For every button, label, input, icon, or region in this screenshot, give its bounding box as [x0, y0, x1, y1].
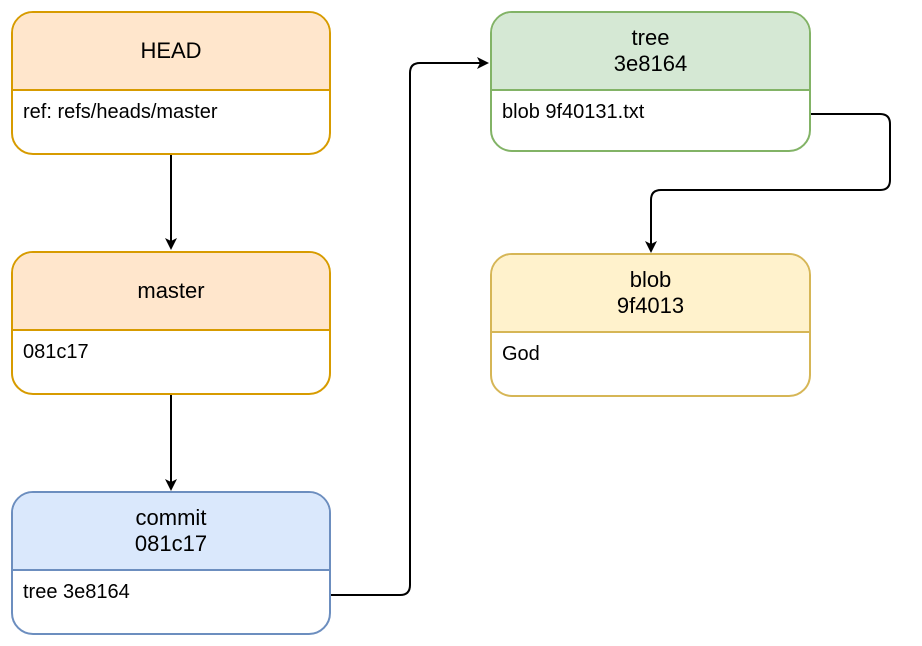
commit-title: commit: [135, 505, 207, 530]
commit-tree-ref: tree 3e8164: [23, 581, 130, 603]
tree-node-header: tree 3e8164: [492, 13, 809, 91]
tree-node: tree 3e8164 blob 9f40131.txt: [490, 11, 811, 152]
tree-title: tree: [631, 25, 670, 50]
master-hash: 081c17: [23, 341, 89, 363]
commit-node: commit 081c17 tree 3e8164: [11, 491, 331, 635]
master-node: master 081c17: [11, 251, 331, 395]
tree-blob-entry: blob 9f40131.txt: [502, 101, 645, 123]
tree-hash: 3e8164: [613, 51, 688, 76]
edge-tree-to-blob: [645, 113, 891, 253]
blob-node-header: blob 9f4013: [492, 255, 809, 333]
head-ref: ref: refs/heads/master: [23, 101, 218, 123]
head-node-header: HEAD: [13, 13, 329, 91]
edge-commit-to-tree: [330, 57, 489, 596]
blob-hash: 9f4013: [616, 293, 685, 318]
commit-hash: 081c17: [134, 531, 208, 556]
commit-node-header: commit 081c17: [13, 493, 329, 571]
blob-title: blob: [629, 267, 672, 292]
head-title: HEAD: [140, 38, 202, 63]
blob-node: blob 9f4013 God: [490, 253, 811, 397]
head-node: HEAD ref: refs/heads/master: [11, 11, 331, 155]
blob-content: God: [502, 343, 540, 365]
master-node-header: master: [13, 253, 329, 331]
master-title: master: [137, 278, 205, 303]
